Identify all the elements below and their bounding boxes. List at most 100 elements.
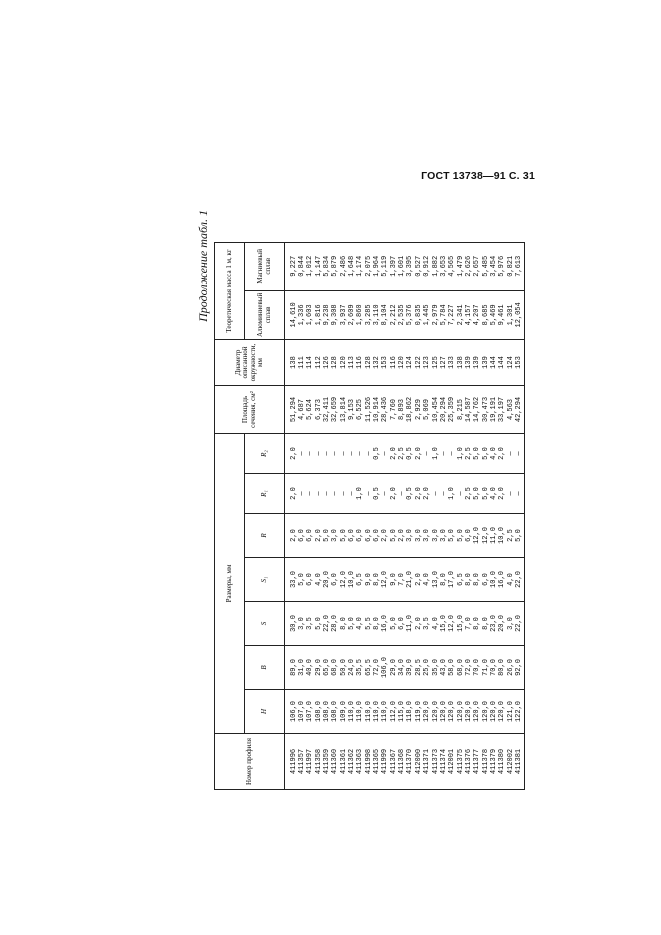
- r2-value: 2,0: [284, 433, 299, 474]
- magnesium-mass: 3,395: [406, 242, 416, 291]
- magnesium-mass: 1,012: [306, 242, 316, 291]
- s1-value: 4,0: [423, 557, 432, 602]
- s1-value: 6,0: [482, 557, 491, 602]
- s-value: 16,0: [381, 601, 391, 646]
- r2-value: 5,0: [473, 433, 482, 474]
- s-value: 8,0: [473, 601, 482, 646]
- r1-value: 1,0: [448, 473, 457, 514]
- magnesium-mass: 1,882: [432, 242, 441, 291]
- aluminium-mass: 8,104: [381, 290, 391, 340]
- r2-value: —: [356, 433, 366, 474]
- header-r2: R₂: [244, 433, 285, 474]
- diameter-value: 114: [306, 339, 316, 386]
- area-value: 10,454: [432, 385, 441, 434]
- r1-value: 1,0: [356, 473, 366, 514]
- r2-value: 0,5: [406, 433, 416, 474]
- diameter-value: 133: [448, 339, 457, 386]
- r2-value: 5,0: [482, 433, 491, 474]
- r1-value: —: [381, 473, 391, 514]
- profile-number: 411370: [406, 733, 416, 790]
- diameter-value: 123: [423, 339, 432, 386]
- r2-value: 1,0: [432, 433, 441, 474]
- profile-number: 412001: [448, 733, 457, 790]
- area-value: 28,436: [381, 385, 391, 434]
- b-value: 35,0: [432, 645, 441, 690]
- profile-number: 411377: [473, 733, 482, 790]
- header-dimensions: Размеры, мм: [214, 433, 245, 734]
- diameter-value: 144: [498, 339, 507, 386]
- h-value: 118,0: [406, 689, 416, 734]
- b-value: 106,0: [381, 645, 391, 690]
- h-value: 106,0: [284, 689, 299, 734]
- s1-value: 21,0: [406, 557, 416, 602]
- r-value: 5,0: [515, 513, 525, 558]
- magnesium-mass: 9,227: [284, 242, 299, 291]
- r1-value: 5,0: [482, 473, 491, 514]
- area-value: 8,215: [457, 385, 466, 434]
- aluminium-mass: 2,341: [457, 290, 466, 340]
- h-value: 120,0: [457, 689, 466, 734]
- h-value: 107,0: [306, 689, 316, 734]
- s1-value: 33,0: [284, 557, 299, 602]
- b-value: 58,0: [448, 645, 457, 690]
- s1-value: 22,0: [515, 557, 525, 602]
- r-value: 6,0: [356, 513, 366, 558]
- aluminium-mass: 8,685: [482, 290, 491, 340]
- s1-value: 6,5: [457, 557, 466, 602]
- table-caption: Продолжение табл. 1: [196, 210, 210, 322]
- magnesium-mass: 0,912: [423, 242, 432, 291]
- r-value: 2,0: [381, 513, 391, 558]
- r1-value: —: [432, 473, 441, 514]
- r-value: 12,0: [482, 513, 491, 558]
- r-value: 12,0: [473, 513, 482, 558]
- s1-value: 16,0: [498, 557, 507, 602]
- r2-value: 1,0: [457, 433, 466, 474]
- h-value: 120,0: [432, 689, 441, 734]
- r-value: 3,0: [331, 513, 341, 558]
- magnesium-mass: 5,976: [498, 242, 507, 291]
- s-value: 22,0: [515, 601, 525, 646]
- r1-value: 0,5: [406, 473, 416, 514]
- r-value: 3,0: [423, 513, 432, 558]
- r1-value: 2,0: [284, 473, 299, 514]
- r2-value: —: [331, 433, 341, 474]
- magnesium-mass: 7,613: [515, 242, 525, 291]
- header-magnesium: Магниевый сплав: [244, 242, 285, 291]
- r2-value: —: [306, 433, 316, 474]
- r-value: 3,0: [432, 513, 441, 558]
- area-value: 6,525: [356, 385, 366, 434]
- r-value: 6,0: [306, 513, 316, 558]
- diameter-value: 116: [356, 339, 366, 386]
- magnesium-mass: 1,174: [356, 242, 366, 291]
- area-value: 30,473: [482, 385, 491, 434]
- header-r: R: [244, 513, 285, 558]
- aluminium-mass: 14,610: [284, 290, 299, 340]
- header-h: H: [244, 689, 285, 734]
- b-value: 71,0: [482, 645, 491, 690]
- b-value: 35,5: [356, 645, 366, 690]
- r2-value: —: [381, 433, 391, 474]
- diameter-value: 139: [473, 339, 482, 386]
- area-value: 18,862: [406, 385, 416, 434]
- magnesium-mass: 2,657: [473, 242, 482, 291]
- b-value: 39,0: [406, 645, 416, 690]
- s-value: 15,0: [457, 601, 466, 646]
- h-value: 108,0: [331, 689, 341, 734]
- rotated-table-block: Продолжение табл. 1 Номер профиля Размер…: [192, 210, 525, 790]
- area-value: 32,659: [331, 385, 341, 434]
- r2-value: 2,0: [498, 433, 507, 474]
- profile-number: 411997: [306, 733, 316, 790]
- h-value: 120,0: [498, 689, 507, 734]
- s-value: 4,0: [432, 601, 441, 646]
- header-r1: R₁: [244, 473, 285, 514]
- diameter-value: 124: [406, 339, 416, 386]
- aluminium-mass: 9,308: [331, 290, 341, 340]
